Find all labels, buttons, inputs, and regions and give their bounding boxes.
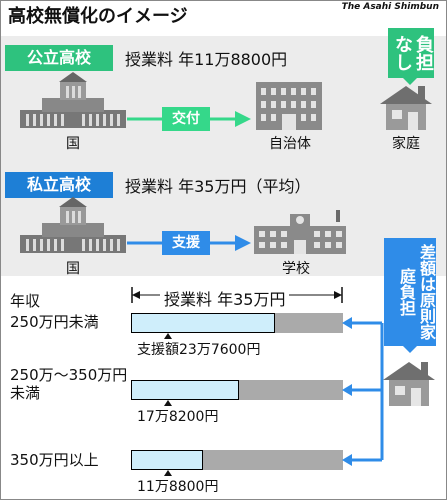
income-heading: 年収	[10, 292, 41, 310]
no-burden-text: 負担なし	[392, 35, 434, 71]
government-icon	[20, 72, 126, 128]
public-tuition: 授業料 年11万8800円	[125, 50, 288, 69]
recipient-label: 自治体	[269, 136, 311, 152]
income-row-1: 250万円未満	[10, 313, 99, 331]
public-govt-label: 国	[66, 136, 80, 152]
government-icon-private	[20, 197, 126, 253]
support-amount-3: 11万8800円	[137, 479, 219, 495]
family-burden-callout	[384, 238, 436, 346]
support-amount-1: 支援額23万7600円	[137, 342, 261, 358]
support-amount-2: 17万8200円	[137, 409, 219, 425]
family-house-icon	[380, 86, 432, 130]
school-icon	[254, 210, 346, 254]
private-govt-label: 国	[66, 261, 80, 277]
support-arrow-label: 支援	[162, 231, 210, 255]
income-row-2: 250万～350万円未満	[10, 366, 128, 402]
figure-title: 高校無償化のイメージ	[8, 6, 188, 27]
public-badge: 公立高校	[5, 45, 113, 71]
no-burden-callout	[388, 28, 434, 78]
support-bar-1	[131, 313, 275, 333]
income-row-3: 350万円以上	[10, 451, 99, 469]
grant-arrow-label: 交付	[162, 107, 210, 131]
support-bar-3	[131, 450, 203, 470]
family-connector	[342, 317, 384, 466]
family-house-icon-private	[383, 362, 435, 406]
marker-3	[164, 470, 172, 476]
family-burden-callout-tail	[402, 345, 418, 353]
marker-1	[164, 333, 172, 339]
school-label: 学校	[282, 261, 310, 277]
family-label: 家庭	[392, 136, 420, 152]
private-badge: 私立高校	[5, 172, 113, 198]
family-burden-text: 差額は原則家庭負担	[397, 244, 436, 340]
tuition-bracket-label: 授業料 年35万円	[160, 286, 290, 310]
no-burden-callout-tail	[402, 77, 418, 85]
credit: The Asahi Shimbun	[341, 2, 439, 12]
municipality-icon	[256, 82, 322, 130]
private-tuition: 授業料 年35万円（平均）	[125, 177, 311, 196]
marker-2	[164, 400, 172, 406]
support-bar-2	[131, 380, 239, 400]
